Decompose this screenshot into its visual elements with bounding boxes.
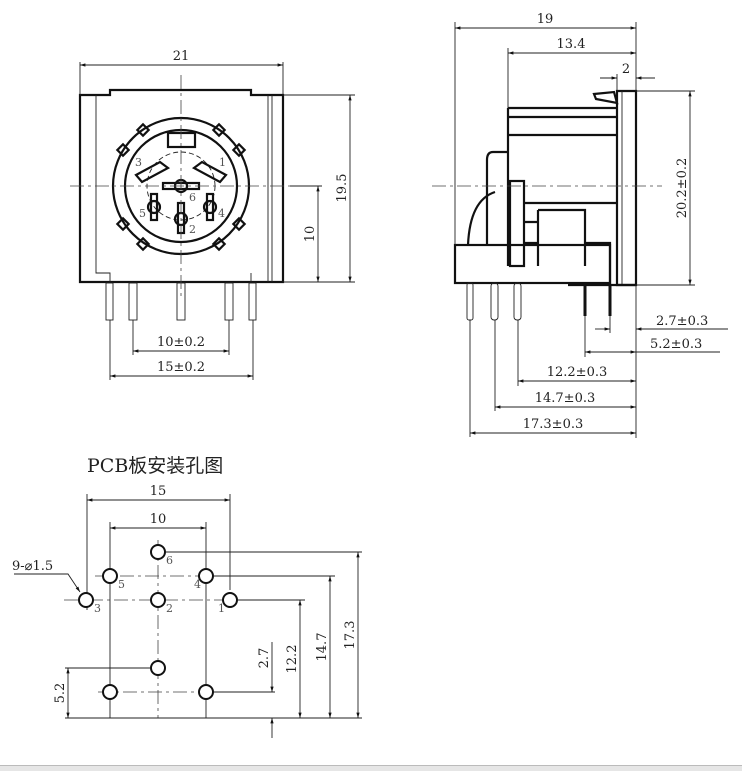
dim-pin-offset-14.7: 14.7±0.3 <box>535 391 596 406</box>
dim-pin-offset-12.2: 12.2±0.3 <box>547 365 608 380</box>
hole-label-4: 4 <box>194 578 201 591</box>
hole-4 <box>198 568 214 584</box>
hole-1 <box>222 592 238 608</box>
dim-pcb-5.2: 5.2 <box>53 683 68 704</box>
pcb-title: PCB板安装孔图 <box>87 455 223 477</box>
dim-pcb-2.7: 2.7 <box>257 648 272 669</box>
dim-depth: 19 <box>537 12 554 27</box>
dim-pcb-12.2: 12.2 <box>285 645 300 674</box>
dim-pin-spacing-inner: 10±0.2 <box>157 335 205 350</box>
hole-shield-top <box>150 660 166 676</box>
pin-label-3: 3 <box>135 156 142 169</box>
pcb-hole-layout: PCB板安装孔图 <box>12 455 362 738</box>
pin-label-1: 1 <box>219 156 226 169</box>
hole-5 <box>102 568 118 584</box>
hole-shield-right <box>198 684 214 700</box>
dim-height: 19.5 <box>335 174 350 203</box>
pcb-holes <box>78 544 238 700</box>
dim-body-depth: 13.4 <box>557 37 586 52</box>
pin-label-5: 5 <box>139 207 146 220</box>
hole-shield-left <box>102 684 118 700</box>
dim-pcb-width-inner: 10 <box>150 512 167 527</box>
hole-2 <box>150 592 166 608</box>
pin-label-2: 2 <box>189 223 196 236</box>
hole-spec-label: 9-⌀1.5 <box>12 559 53 574</box>
dim-pin-spacing-outer: 15±0.2 <box>157 360 205 375</box>
hole-6 <box>150 544 166 560</box>
dim-pcb-14.7: 14.7 <box>315 633 330 662</box>
dim-flange: 2 <box>622 62 630 77</box>
hole-label-5: 5 <box>118 578 125 591</box>
front-view: 3 1 6 5 4 2 21 19.5 10 1 <box>70 49 355 380</box>
dim-width: 21 <box>173 49 190 64</box>
dim-pin-offset-2.7: 2.7±0.3 <box>656 314 708 329</box>
hole-3 <box>78 592 94 608</box>
side-view: 19 13.4 2 20.2±0.2 2.7±0.3 5.2±0.3 12.2±… <box>432 12 728 438</box>
pin-label-6: 6 <box>189 191 196 204</box>
bottom-border-strip <box>0 765 742 771</box>
dim-pcb-17.3: 17.3 <box>343 621 358 650</box>
dim-pin-offset-5.2: 5.2±0.3 <box>650 337 702 352</box>
dim-center-height: 10 <box>303 226 318 243</box>
hole-label-6: 6 <box>166 554 173 567</box>
dim-side-height: 20.2±0.2 <box>675 158 690 219</box>
pin-label-4: 4 <box>218 207 225 220</box>
hole-label-2: 2 <box>166 602 173 615</box>
hole-label-3: 3 <box>94 602 101 615</box>
hole-label-1: 1 <box>218 602 225 615</box>
dim-pcb-width-outer: 15 <box>150 484 167 499</box>
dim-pin-offset-17.3: 17.3±0.3 <box>523 417 584 432</box>
